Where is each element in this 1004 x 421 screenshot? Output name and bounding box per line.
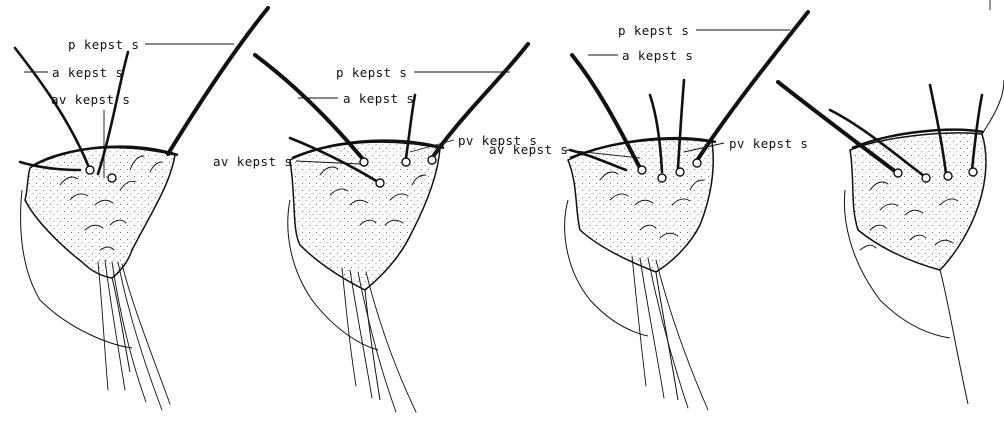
label-av-kepst-s-1: av kepst s	[51, 92, 130, 107]
label-av-kepst-s-2: av kepst s	[213, 154, 292, 169]
label-p-kepst-s-3: p kepst s	[618, 23, 689, 38]
label-a-kepst-s-3: a kepst s	[622, 48, 693, 63]
label-p-kepst-s-2: p kepst s	[336, 65, 407, 80]
label-p-kepst-s-1: p kepst s	[68, 37, 139, 52]
label-av-kepst-s-3: av kepst s	[489, 142, 568, 157]
label-a-kepst-s-2: a kepst s	[343, 91, 414, 106]
sclerite-panel-4	[778, 80, 1004, 404]
sclerite-panel-3	[565, 12, 808, 410]
label-a-kepst-s-1: a kepst s	[52, 65, 123, 80]
label-pv-kepst-s-3: pv kepst s	[729, 136, 808, 151]
